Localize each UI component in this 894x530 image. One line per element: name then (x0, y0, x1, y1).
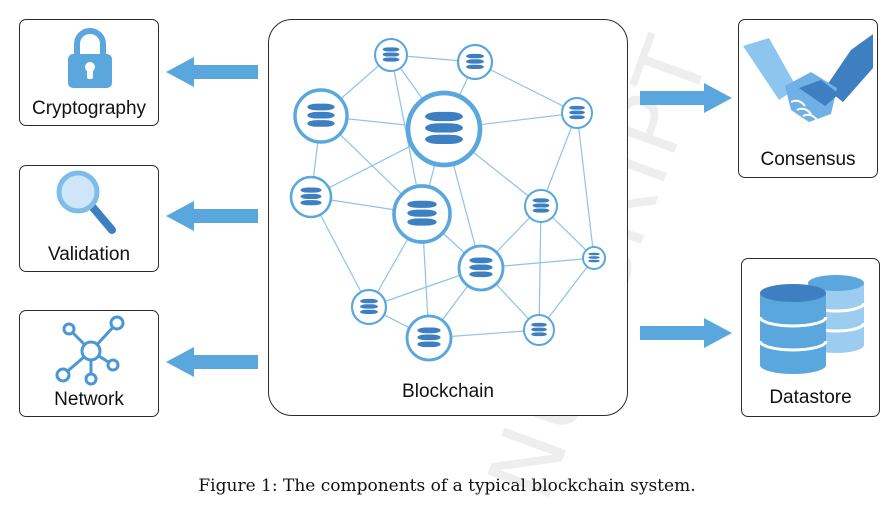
blockchain-network-graph (289, 37, 606, 362)
datastore-label: Datastore (769, 387, 852, 408)
database-stack-icon (758, 275, 866, 374)
blockchain-node-4 (405, 90, 483, 168)
arrow-to-validation (166, 201, 258, 231)
blockchain-node-11 (350, 288, 388, 326)
cryptography-box: Cryptography (19, 19, 159, 126)
blockchain-node-8 (523, 188, 559, 224)
datastore-box: Datastore (741, 258, 880, 417)
cryptography-label: Cryptography (31, 98, 147, 119)
blockchain-node-6 (289, 175, 333, 219)
blockchain-node-9 (457, 244, 505, 292)
validation-box: Validation (19, 165, 159, 272)
blockchain-node-12 (405, 314, 453, 362)
consensus-box: Consensus (738, 19, 878, 178)
arrow-to-cryptography (166, 57, 258, 87)
blockchain-node-5 (561, 97, 593, 129)
blockchain-box: Blockchain (268, 19, 628, 416)
network-box: Network (19, 310, 159, 417)
arrow-to-datastore (640, 318, 732, 348)
blockchain-node-2 (456, 43, 494, 81)
padlock-icon (68, 28, 112, 88)
blockchain-node-1 (373, 37, 409, 73)
consensus-label: Consensus (760, 149, 856, 170)
blockchain-label: Blockchain (402, 381, 494, 402)
arrow-to-consensus (640, 83, 732, 113)
blockchain-node-3 (293, 88, 349, 144)
arrow-to-network (166, 347, 258, 377)
validation-label: Validation (47, 244, 131, 265)
blockchain-node-7 (392, 184, 452, 244)
blockchain-node-10 (582, 246, 606, 270)
blockchain-node-13 (523, 314, 555, 346)
network-label: Network (54, 389, 124, 410)
handshake-icon (743, 34, 873, 122)
network-graph-icon (55, 315, 125, 386)
figure-caption: Figure 1: The components of a typical bl… (198, 476, 696, 496)
magnifier-icon (56, 170, 116, 234)
